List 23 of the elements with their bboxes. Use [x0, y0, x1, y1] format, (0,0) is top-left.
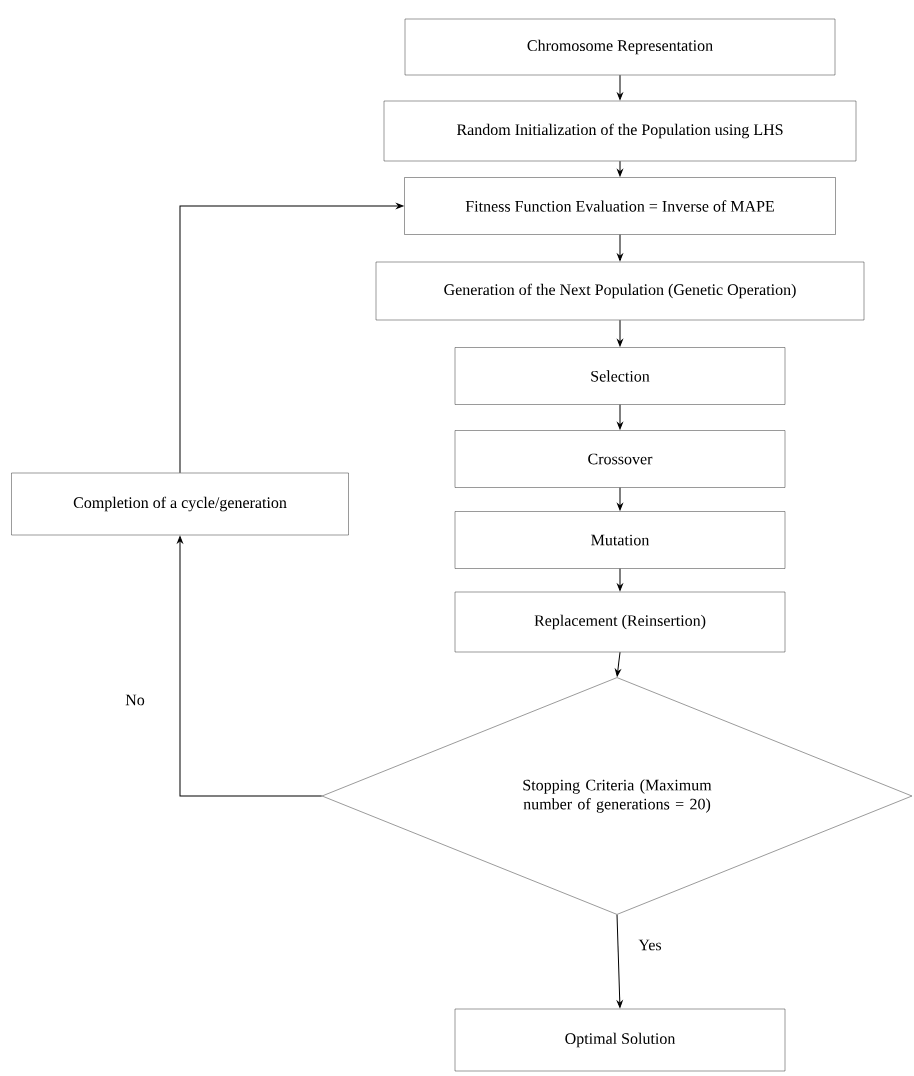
arrow: [615, 651, 621, 677]
process-box: Fitness Function Evaluation = Inverse of MAPE: [404, 177, 836, 235]
arrow: [616, 914, 623, 1008]
process-box: Replacement (Reinsertion): [454, 591, 786, 653]
arrow: [177, 536, 323, 797]
process-box: Random Initialization of the Population using LHS: [383, 100, 857, 162]
arrow: [179, 203, 404, 474]
process-box: Completion of a cycle/generation: [11, 472, 349, 536]
process-box: Optimal Solution: [454, 1008, 786, 1072]
process-box: Chromosome Representation: [404, 18, 836, 76]
arrow: [617, 234, 623, 261]
arrow: [617, 404, 623, 430]
arrow: [617, 74, 623, 100]
arrow: [617, 319, 623, 347]
process-box: Crossover: [454, 430, 786, 488]
arrow: [617, 568, 623, 591]
arrow: [617, 487, 623, 511]
process-box: Generation of the Next Population (Genetic Operation): [375, 261, 865, 321]
edge-label: No: [124, 693, 146, 707]
arrow: [617, 160, 623, 177]
process-box: Mutation: [454, 511, 786, 569]
process-box: Selection: [454, 347, 786, 405]
edge-label: Yes: [637, 938, 663, 952]
